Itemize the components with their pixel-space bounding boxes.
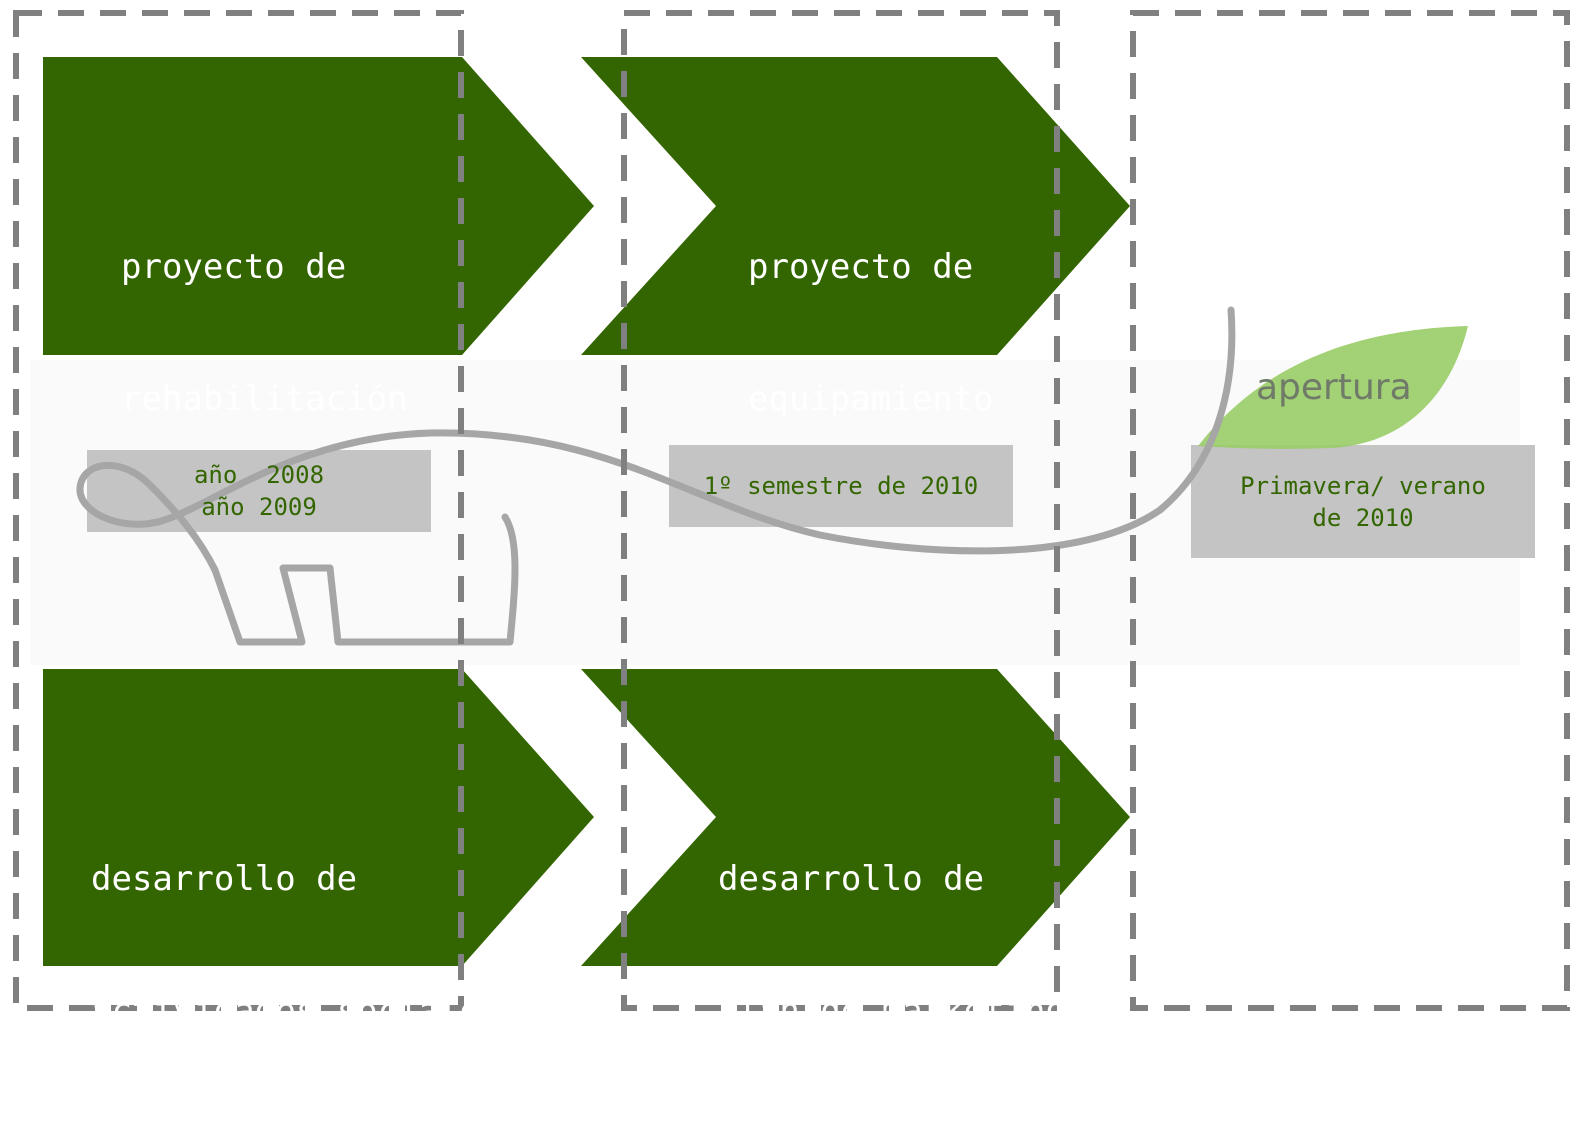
- arrow-actividades-line1: desarrollo de: [91, 859, 358, 899]
- date-phase1-line2: año 2009: [201, 493, 317, 521]
- date-box-phase1: año 2008 año 2009: [87, 450, 431, 532]
- timeline-diagram: proyecto de rehabilitación proyecto de e…: [13, 10, 1570, 1011]
- phase-column-2: [621, 10, 1060, 1011]
- leaf-label: apertura: [1256, 367, 1412, 408]
- arrow-marketing: [581, 669, 1130, 966]
- date-box-phase3-bg: [1191, 445, 1535, 558]
- date-phase2-line1: 1º semestre de 2010: [703, 472, 979, 500]
- curve-line: [76, 306, 1236, 646]
- date-phase1-line1: año 2008: [193, 461, 325, 489]
- date-box-phase2: 1º semestre de 2010: [669, 445, 1013, 527]
- arrow-equipamiento-label: proyecto de equipamiento: [748, 157, 994, 509]
- arrow-marketing-line1: desarrollo de: [718, 859, 985, 899]
- diagram-graphics: [13, 10, 1570, 1011]
- arrow-rehabilitacion-line2: rehabilitación: [121, 379, 408, 419]
- phase-column-3: [1130, 10, 1570, 1011]
- arrow-marketing-label: desarrollo de plan de marketing: [718, 769, 1066, 1121]
- arrow-equipamiento-line1: proyecto de: [748, 247, 974, 287]
- arrow-actividades-label: desarrollo de actividades sociales: [91, 769, 500, 1121]
- leaf-shape: [1198, 326, 1468, 449]
- arrow-marketing-line2: plan de marketing: [718, 991, 1066, 1031]
- arrow-rehabilitacion: [43, 57, 594, 355]
- date-box-phase3: Primavera/ verano de 2010: [1191, 445, 1535, 558]
- arrow-rehabilitacion-line1: proyecto de: [121, 247, 347, 287]
- date-box-phase2-bg: [669, 445, 1013, 527]
- date-box-phase1-bg: [87, 450, 431, 532]
- arrow-equipamiento: [581, 57, 1130, 355]
- arrow-actividades: [43, 669, 594, 966]
- arrow-rehabilitacion-label: proyecto de rehabilitación: [121, 157, 408, 509]
- arrow-equipamiento-line2: equipamiento: [748, 379, 994, 419]
- arrow-actividades-line2: actividades sociales: [91, 991, 501, 1031]
- date-phase3-line2: de 2010: [1312, 503, 1414, 532]
- date-phase3-line1: Primavera/ verano: [1240, 471, 1486, 500]
- phase-column-1: [13, 10, 464, 1011]
